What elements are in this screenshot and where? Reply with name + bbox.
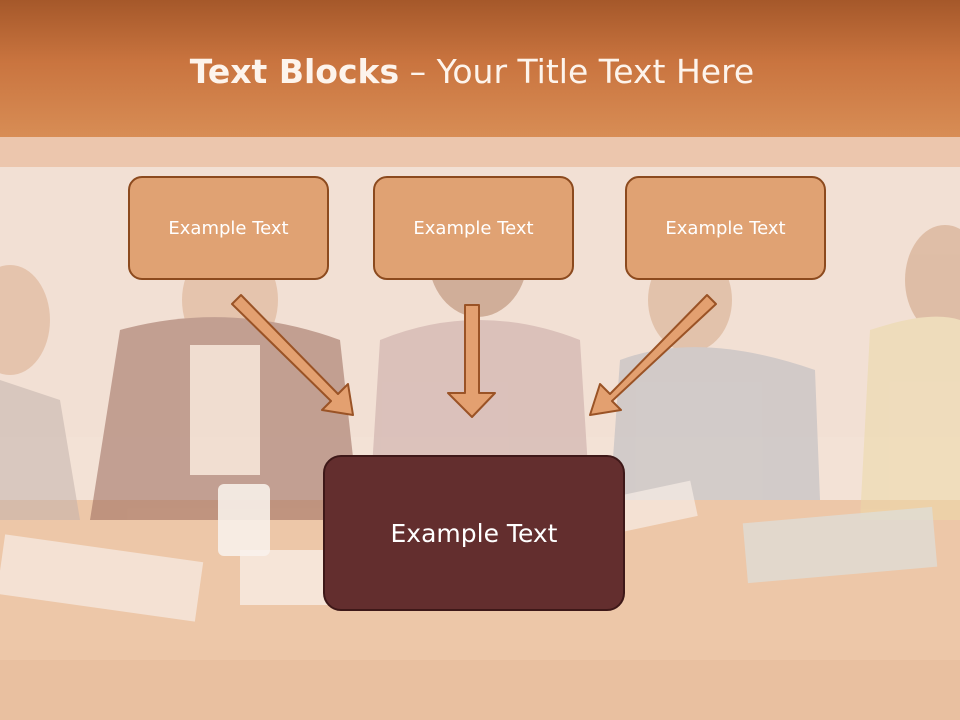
text-block-2[interactable]: Example Text: [373, 176, 574, 280]
text-block-3[interactable]: Example Text: [625, 176, 826, 280]
title-rest: – Your Title Text Here: [399, 52, 755, 91]
title-bold: Text Blocks: [189, 52, 400, 91]
text-block-3-label: Example Text: [665, 217, 786, 239]
header-band: [0, 0, 960, 137]
text-block-1[interactable]: Example Text: [128, 176, 329, 280]
text-block-1-label: Example Text: [168, 217, 289, 239]
text-block-main[interactable]: Example Text: [323, 455, 625, 611]
text-block-main-label: Example Text: [390, 518, 558, 548]
text-block-2-label: Example Text: [413, 217, 534, 239]
page-title: Text Blocks – Your Title Text Here: [0, 52, 944, 91]
header-strip: [0, 137, 960, 167]
